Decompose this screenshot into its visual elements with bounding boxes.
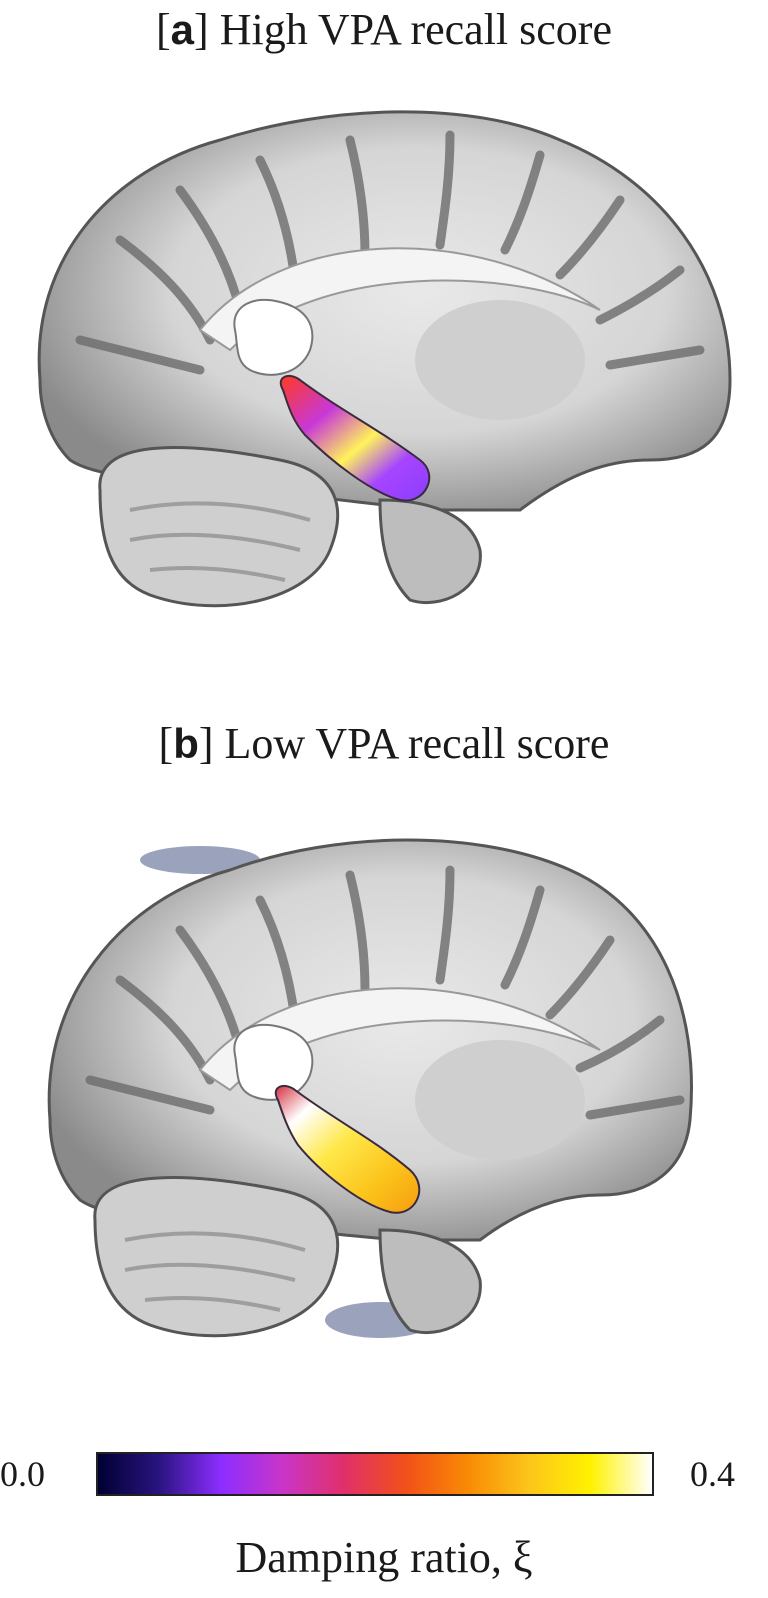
colorbar-min-label: 0.0	[0, 1454, 45, 1494]
colorbar	[96, 1452, 654, 1496]
brain-slice-high-recall	[37, 110, 732, 608]
hippocampus-overlay	[274, 1084, 421, 1214]
panel-b-letter: b	[173, 720, 199, 767]
ventricle	[233, 298, 314, 376]
colorbar-gradient	[98, 1454, 652, 1494]
brainstem	[378, 1228, 482, 1335]
corpus-callosum	[198, 247, 601, 352]
colorbar-max-label: 0.4	[690, 1454, 735, 1494]
thalamus	[415, 300, 585, 420]
hippocampus-overlay	[279, 374, 431, 502]
brainstem	[378, 498, 482, 605]
panel-a-letter: a	[170, 6, 195, 53]
corpus-callosum	[198, 987, 601, 1092]
thalamus	[415, 1040, 585, 1160]
ventricle	[233, 1023, 314, 1101]
cerebellar-folia	[124, 1231, 306, 1312]
brain-slice-low-recall	[47, 838, 693, 1338]
panel-a-title: [a] High VPA recall score	[156, 5, 612, 54]
colorbar-title: Damping ratio, ξ	[235, 1533, 533, 1582]
cerebellar-folia	[129, 501, 311, 582]
backdrop-shadow	[140, 846, 260, 874]
cerebellum	[98, 446, 340, 608]
panel-a-title-text: High VPA recall score	[219, 5, 612, 54]
panel-b-title-text: Low VPA recall score	[224, 719, 610, 768]
panel-b-title: [b] Low VPA recall score	[158, 719, 610, 768]
cerebellum	[93, 1176, 340, 1338]
